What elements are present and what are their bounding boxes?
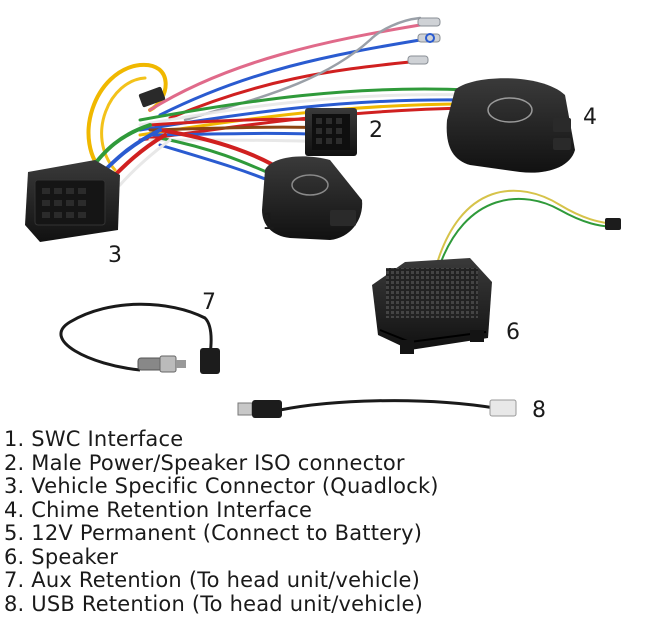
- legend-item-1: 1. SWC Interface: [4, 427, 184, 451]
- callout-7: 7: [202, 290, 216, 315]
- callout-3: 3: [108, 243, 122, 268]
- callout-6: 6: [506, 320, 520, 345]
- chime-retention-module: [446, 78, 575, 173]
- speaker: [372, 258, 492, 354]
- quadlock-connector: [25, 160, 120, 242]
- ring-terminals: [407, 17, 441, 65]
- iso-connector: [305, 108, 357, 156]
- legend-item-3: 3. Vehicle Specific Connector (Quadlock): [4, 474, 439, 498]
- legend-item-2: 2. Male Power/Speaker ISO connector: [4, 450, 405, 475]
- legend-item-7: 7. Aux Retention (To head unit/vehicle): [4, 568, 421, 592]
- product-photo: [25, 16, 621, 418]
- usb-retention-cable: [237, 399, 517, 418]
- aux-retention-cable: [59, 302, 220, 374]
- component-legend: 1. SWC Interface 2. Male Power/Speaker I…: [4, 427, 439, 616]
- inline-connector: [138, 86, 166, 108]
- legend-item-6: 6. Speaker: [4, 544, 119, 569]
- callout-1: 1: [262, 210, 276, 235]
- legend-item-4: 4. Chime Retention Interface: [4, 497, 313, 522]
- swc-interface-module: [262, 156, 363, 240]
- speaker-wires: [434, 189, 621, 271]
- callout-2: 2: [369, 118, 383, 143]
- legend-item-5: 5. 12V Permanent (Connect to Battery): [4, 521, 423, 545]
- callout-8: 8: [532, 398, 546, 423]
- legend-item-8: 8. USB Retention (To head unit/vehicle): [4, 591, 424, 616]
- callout-4: 4: [583, 105, 597, 130]
